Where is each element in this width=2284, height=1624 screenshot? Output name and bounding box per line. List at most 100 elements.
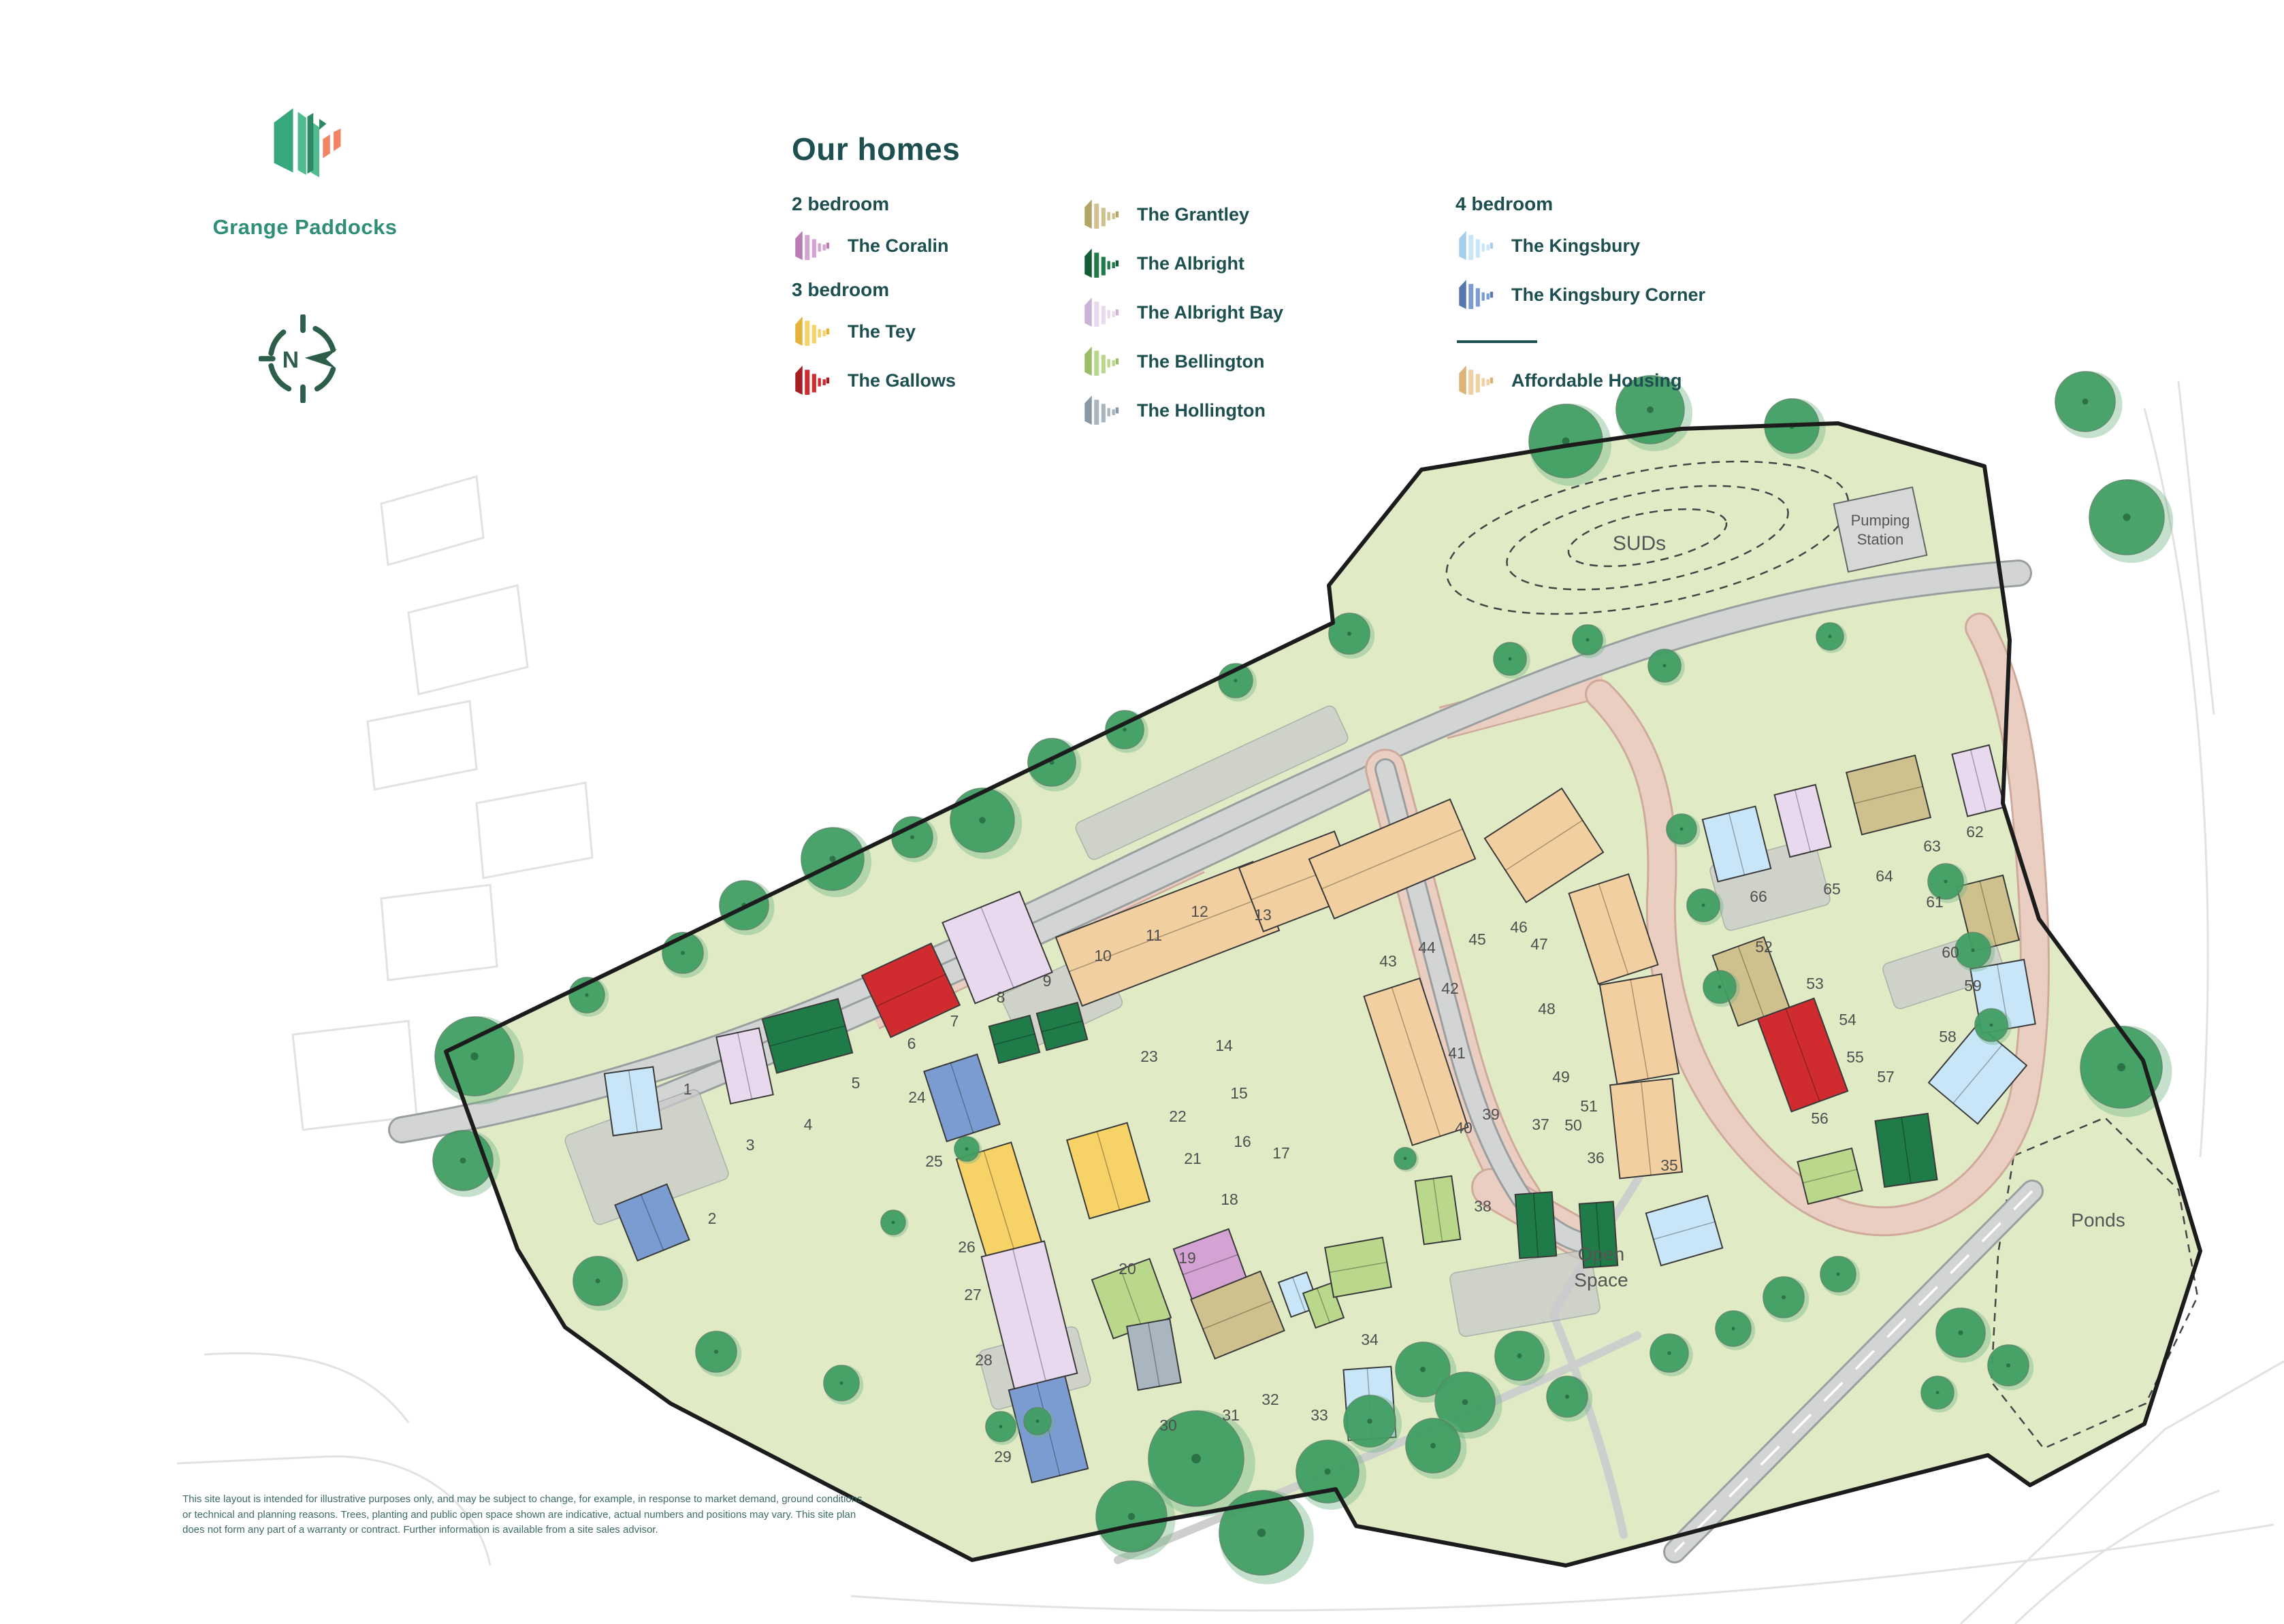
house-roof-line xyxy=(1202,1300,1273,1330)
plot-number-label: 57 xyxy=(1877,1068,1895,1086)
house-roof-line xyxy=(1979,881,1997,946)
house-roof-line xyxy=(1292,1277,1306,1312)
plot-number-label: 48 xyxy=(1538,1000,1556,1018)
house-roof-line xyxy=(1598,883,1629,975)
context-outline xyxy=(380,475,485,566)
legend-item-albright: The Albright xyxy=(1081,244,1408,283)
tree-trunk-dot xyxy=(470,1052,479,1060)
plot-number-label: 63 xyxy=(1923,837,1941,855)
tree-trunk-dot xyxy=(681,951,685,955)
house-kingsbury xyxy=(603,1066,663,1137)
house-albright xyxy=(1578,1201,1619,1269)
pumping-station-label: Pumping xyxy=(1851,512,1910,529)
house-grantley xyxy=(1190,1270,1285,1360)
house-albright xyxy=(1514,1191,1558,1259)
plot-number-label: 43 xyxy=(1379,952,1397,970)
house-roof-line xyxy=(1069,895,1266,973)
plot-number-label: 26 xyxy=(958,1238,976,1256)
plot-number-label: 22 xyxy=(1169,1107,1187,1125)
house-roof-line xyxy=(1737,946,1765,1017)
tree-trunk-dot xyxy=(1731,1327,1735,1331)
tree-trunk-dot xyxy=(1944,879,1948,883)
plot-number-label: 15 xyxy=(1230,1084,1248,1102)
house-roof-line xyxy=(1012,1248,1046,1382)
plot-number-label: 44 xyxy=(1418,939,1436,956)
tree-trunk-dot xyxy=(1565,1395,1569,1399)
legend-item-tey: The Tey xyxy=(792,312,956,351)
plot-number-label: 56 xyxy=(1811,1109,1829,1127)
house-roof-line xyxy=(1969,749,1987,812)
lane-centerline xyxy=(1673,1190,2033,1553)
house-affordable xyxy=(1598,973,1680,1086)
footpath xyxy=(1549,1311,1628,1539)
house-type-icon xyxy=(1084,395,1119,425)
house-roof-line xyxy=(950,1062,974,1133)
legend-item-label: The Bellington xyxy=(1137,351,1265,372)
legend-item-label: The Gallows xyxy=(848,370,956,391)
plot-number-label: 45 xyxy=(1468,930,1486,948)
house-type-icon xyxy=(1459,280,1494,309)
house-roof-line xyxy=(1317,1288,1330,1323)
house-type-icon xyxy=(1084,346,1119,376)
house-roof-line xyxy=(993,1033,1035,1045)
house-roof-line xyxy=(1641,1082,1652,1175)
plot-number-label: 35 xyxy=(1660,1156,1678,1174)
tree-trunk-dot xyxy=(1662,664,1667,668)
legend-item-label: Affordable Housing xyxy=(1511,370,1682,391)
plot-number-label: 11 xyxy=(1146,926,1162,944)
house-roof-line xyxy=(1120,1269,1143,1329)
house-grantley xyxy=(1845,754,1932,836)
suds-contour xyxy=(1445,460,1850,615)
house-roof-line xyxy=(1630,979,1649,1079)
tree-trunk-dot xyxy=(1420,1367,1426,1372)
legend-item-albright_bay: The Albright Bay xyxy=(1081,293,1408,332)
tree-trunk-dot xyxy=(1347,632,1351,636)
bedroom-heading: 2 bedroom xyxy=(792,193,890,214)
plot-number-label: 50 xyxy=(1564,1116,1582,1134)
plot-number-label: 62 xyxy=(1966,823,1984,841)
ponds-label: Ponds xyxy=(2071,1209,2125,1231)
driveway xyxy=(1075,705,1349,860)
legend-divider xyxy=(1457,340,1537,343)
suds-label: SUDs xyxy=(1613,532,1666,555)
plot-number-label: 10 xyxy=(1094,947,1112,964)
tree-trunk-dot xyxy=(965,1147,969,1151)
plot-number-label: 37 xyxy=(1532,1116,1549,1133)
plot-number-label: 52 xyxy=(1755,938,1773,956)
plot-number-label: 9 xyxy=(1043,972,1052,990)
tree-trunk-dot xyxy=(1508,657,1512,661)
tree-trunk-dot xyxy=(1462,1399,1468,1406)
house-roof-line xyxy=(1901,1117,1912,1184)
context-outline xyxy=(475,781,594,879)
plot-number-label: 18 xyxy=(1221,1190,1238,1208)
plot-number-label: 61 xyxy=(1926,893,1944,911)
tree-trunk-dot xyxy=(2117,1063,2125,1071)
house-affordable xyxy=(1483,787,1605,904)
tree-trunk-dot xyxy=(585,993,589,997)
house-kingsbury_corner xyxy=(923,1053,1001,1143)
plot-number-label: 55 xyxy=(1846,1048,1864,1066)
tree-trunk-dot xyxy=(1958,1330,1963,1335)
svg-text:N: N xyxy=(283,347,299,373)
house-albright_bay xyxy=(1773,783,1832,858)
house-roof-line xyxy=(1785,1008,1820,1102)
tree-trunk-dot xyxy=(999,1425,1003,1429)
open-space-label: Space xyxy=(1574,1269,1628,1290)
ponds-outline xyxy=(1990,1116,2199,1450)
bedroom-heading: 3 bedroom xyxy=(792,279,890,300)
tree-trunk-dot xyxy=(1667,1351,1671,1355)
house-albright_bay xyxy=(942,890,1053,1005)
context-outline xyxy=(366,700,478,791)
legend-item-label: The Kingsbury xyxy=(1511,235,1641,256)
legend-item-label: The Albright xyxy=(1137,253,1244,274)
house-roof-line xyxy=(1952,1044,2003,1104)
legend-item-coralin: The Coralin xyxy=(792,226,956,265)
house-roof-line xyxy=(1096,1131,1121,1210)
house-albright xyxy=(1874,1112,1938,1188)
plot-number-label: 21 xyxy=(1184,1150,1202,1167)
pumping-station xyxy=(1833,486,1928,573)
plot-number-label: 16 xyxy=(1234,1133,1251,1150)
plot-number-label: 20 xyxy=(1119,1260,1136,1278)
